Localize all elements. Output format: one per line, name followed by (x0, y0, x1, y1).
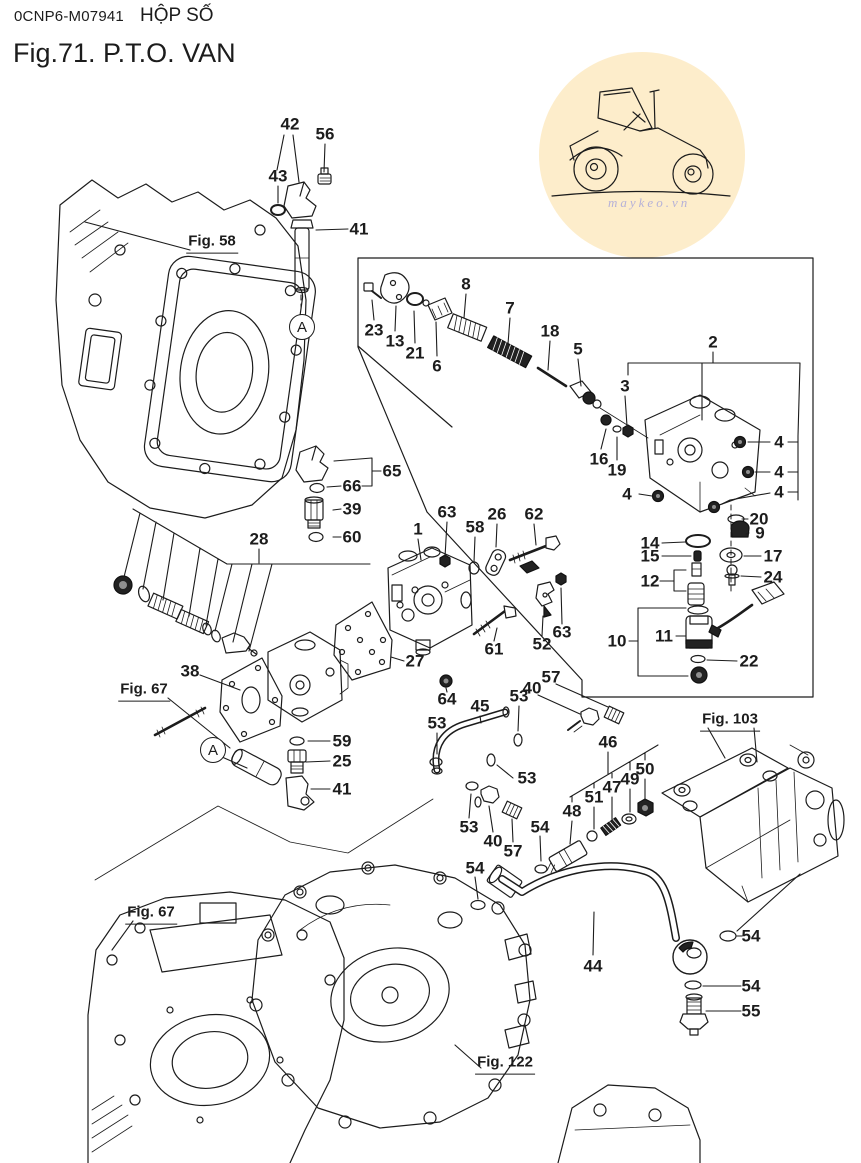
watermark: maykeo.vn (539, 52, 745, 258)
pipe-fittings (430, 706, 736, 1035)
document-number: 0CNP6-M07941 (14, 8, 124, 25)
fig67-block (155, 632, 348, 742)
detent-group (229, 737, 314, 810)
left-fittings (296, 446, 328, 542)
watermark-circle (539, 52, 745, 258)
tractor-icon (552, 88, 730, 196)
page-subtitle: HỘP SỐ (140, 5, 214, 26)
spring-cluster (114, 576, 257, 656)
watermark-text: maykeo.vn (608, 195, 690, 210)
fig103-pump (662, 745, 844, 902)
pto-valve-detail-parts (364, 273, 784, 683)
top-fittings (271, 168, 331, 293)
valve-body-1 (334, 536, 566, 687)
detail-box (358, 258, 813, 697)
page-title: Fig.71. P.T.O. VAN (13, 38, 236, 68)
bottom-housings (88, 799, 700, 1163)
leader-lines (85, 135, 800, 1068)
fig58-housing (56, 180, 318, 518)
